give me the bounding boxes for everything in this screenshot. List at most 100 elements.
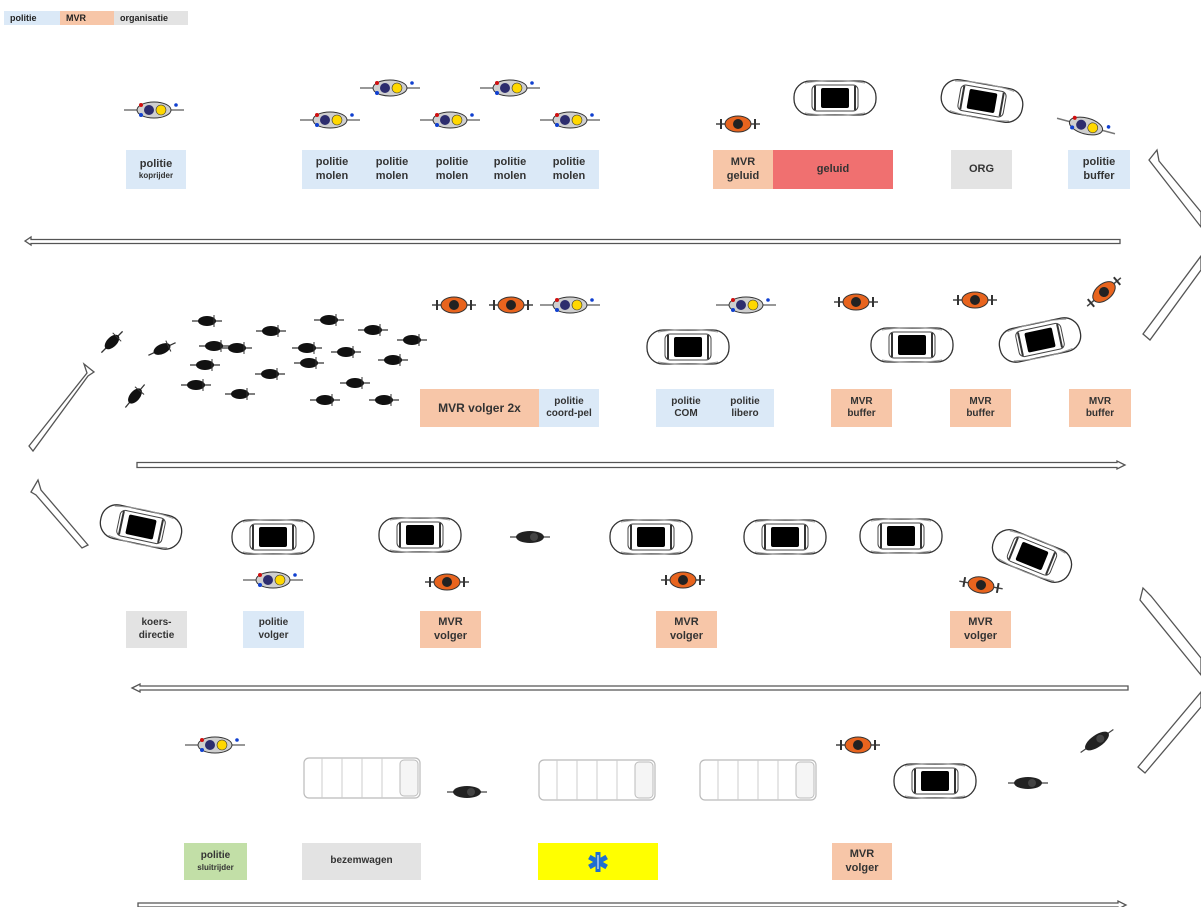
turn-left-2 — [30, 478, 90, 549]
mvr-motorbike-icon — [660, 571, 706, 589]
legend-mvr: MVR — [60, 11, 114, 25]
label-police-coord-pel: politie coord-pel — [539, 389, 599, 427]
motorbike-icon — [1007, 776, 1049, 790]
label-mvr-follower-2x: MVR volger 2x — [420, 389, 539, 427]
police-motorbike-icon — [242, 571, 304, 589]
car-icon — [231, 518, 315, 556]
cyclist-icon — [120, 380, 150, 412]
police-motorbike-icon — [299, 111, 361, 129]
car-icon — [937, 75, 1027, 127]
motorbike-icon — [1076, 724, 1118, 758]
turn-right-2 — [1142, 254, 1201, 341]
van-icon — [538, 759, 656, 801]
cyclist-icon — [309, 393, 341, 407]
mvr-motorbike-icon — [488, 296, 534, 314]
cyclist-icon — [145, 336, 179, 362]
label-police-molen: politie molen — [422, 150, 482, 189]
cyclist-icon — [368, 393, 400, 407]
legend-police: politie — [4, 11, 60, 25]
cyclist-icon — [293, 356, 325, 370]
label-police-libero: politie libero — [716, 389, 774, 427]
mvr-motorbike-icon — [956, 572, 1006, 598]
motorbike-icon — [446, 785, 488, 799]
mvr-motorbike-icon — [952, 291, 998, 309]
legend-organisation: organisatie — [114, 11, 188, 25]
car-icon — [870, 326, 954, 364]
car-icon — [743, 518, 827, 556]
lane-3-arrow — [130, 682, 1129, 694]
police-motorbike-icon — [1054, 109, 1118, 143]
label-mvr-buffer: MVR buffer — [1069, 389, 1131, 427]
label-sound-car: geluid — [773, 150, 893, 189]
label-mvr-follower: MVR volger — [420, 611, 481, 648]
turn-right-4 — [1137, 690, 1201, 774]
label-org: ORG — [951, 150, 1012, 189]
cyclist-icon — [313, 313, 345, 327]
label-ambulance — [538, 843, 658, 880]
mvr-motorbike-icon — [835, 736, 881, 754]
cyclist-icon — [377, 353, 409, 367]
police-motorbike-icon — [359, 79, 421, 97]
label-police-follower: politie volger — [243, 611, 304, 648]
cyclist-icon — [255, 324, 287, 338]
mvr-motorbike-icon — [424, 573, 470, 591]
police-motorbike-icon — [539, 296, 601, 314]
label-mvr-follower: MVR volger — [950, 611, 1011, 648]
cyclist-icon — [224, 387, 256, 401]
lane-2-arrow — [136, 459, 1127, 471]
police-motorbike-icon — [184, 736, 246, 754]
mvr-motorbike-icon — [1081, 270, 1127, 314]
cyclist-icon — [330, 345, 362, 359]
label-police-molen: politie molen — [539, 150, 599, 189]
car-icon — [378, 516, 462, 554]
police-motorbike-icon — [479, 79, 541, 97]
label-broom-wagon: bezemwagen — [302, 843, 421, 880]
cyclist-icon — [198, 339, 230, 353]
cyclist-icon — [254, 367, 286, 381]
cyclist-icon — [339, 376, 371, 390]
star-of-life-icon — [588, 851, 608, 872]
label-mvr-follower: MVR volger — [656, 611, 717, 648]
car-icon — [893, 762, 977, 800]
motorbike-icon — [509, 530, 551, 544]
car-icon — [859, 517, 943, 555]
peloton — [96, 313, 428, 412]
road-lanes — [23, 148, 1201, 907]
cyclist-icon — [180, 378, 212, 392]
label-police-molen: politie molen — [480, 150, 540, 189]
label-mvr-sound: MVR geluid — [713, 150, 773, 189]
cyclist-icon — [357, 323, 389, 337]
turn-right-1 — [1148, 148, 1201, 229]
cyclist-icon — [189, 358, 221, 372]
label-police-com: politie COM — [656, 389, 716, 427]
police-motorbike-icon — [539, 111, 601, 129]
car-icon — [793, 79, 877, 117]
label-police-molen: politie molen — [302, 150, 362, 189]
label-mvr-buffer: MVR buffer — [950, 389, 1011, 427]
car-icon — [96, 500, 186, 554]
van-icon — [699, 759, 817, 801]
turn-right-3 — [1139, 586, 1201, 677]
label-police-buffer: politie buffer — [1068, 150, 1130, 189]
lane-1-arrow — [23, 235, 1121, 247]
cyclist-icon — [396, 333, 428, 347]
police-motorbike-icon — [715, 296, 777, 314]
mvr-motorbike-icon — [431, 296, 477, 314]
police-motorbike-icon — [419, 111, 481, 129]
car-icon — [646, 328, 730, 366]
turn-left-1 — [28, 362, 96, 453]
car-icon — [609, 518, 693, 556]
label-mvr-follower: MVR volger — [832, 843, 892, 880]
mvr-motorbike-icon — [833, 293, 879, 311]
label-race-direction: koers- directie — [126, 611, 187, 648]
label-police-sweeper: politie sluitrijder — [184, 843, 247, 880]
car-icon — [995, 313, 1085, 367]
cyclist-icon — [96, 326, 128, 358]
van-icon — [303, 757, 421, 799]
label-police-molen: politie molen — [362, 150, 422, 189]
cyclist-icon — [291, 341, 323, 355]
cyclist-icon — [191, 314, 223, 328]
police-motorbike-icon — [123, 101, 185, 119]
label-mvr-buffer: MVR buffer — [831, 389, 892, 427]
